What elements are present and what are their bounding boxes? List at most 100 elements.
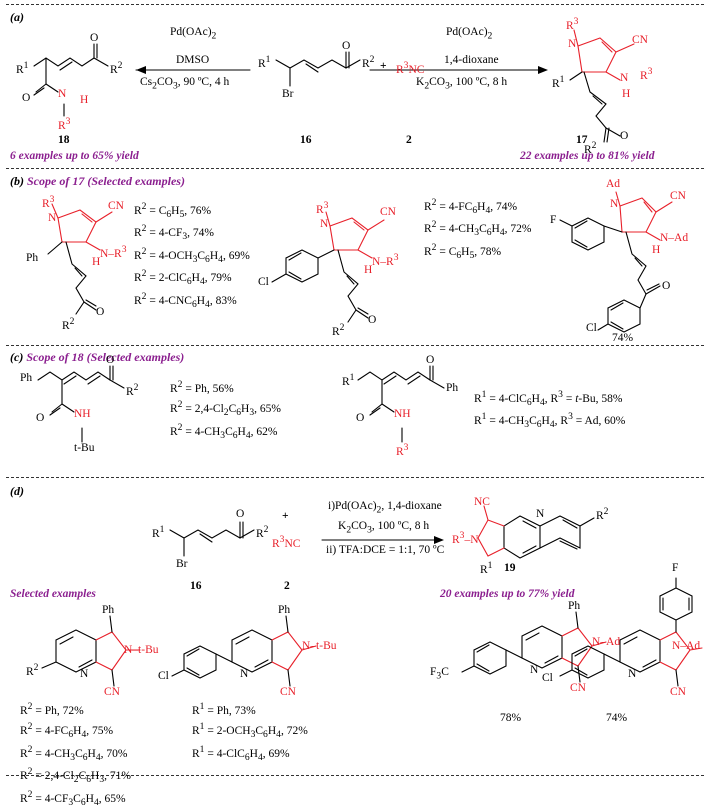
separator-bc — [6, 345, 704, 346]
b3-cn: CN — [670, 190, 686, 202]
d-list2-item: R1 = 2-OCH3C6H4, 72% — [192, 721, 308, 741]
c1-o2: O — [36, 412, 45, 424]
atom-r1-18: R1 — [16, 60, 29, 76]
c-list1-item: R2 = 4-CH3C6H4, 62% — [170, 421, 278, 441]
c2-o2: O — [356, 412, 365, 424]
d-reagent-3: ii) TFA:DCE = 1:1, 70 ºC — [326, 544, 445, 556]
d-sm-r2: R2 — [256, 524, 269, 540]
d2-cl: Cl — [158, 670, 169, 682]
d3-n: N–Ad — [592, 636, 621, 648]
b1-o: O — [96, 306, 105, 318]
c1-o: O — [106, 354, 115, 366]
d-list1-item: R2 = 4-CH3C6H4, 70% — [20, 743, 128, 763]
b1-r3: R3 — [42, 194, 55, 210]
b-list1-item: R2 = C6H5, 76% — [134, 201, 212, 221]
atom-r1-17: R1 — [552, 74, 565, 90]
d-sm-o: O — [236, 508, 245, 520]
b-list2-item: R2 = 4-CH3C6H4, 72% — [424, 219, 532, 239]
d-list1-item: R2 = 2,4-Cl2C6H3, 71% — [20, 766, 131, 786]
left-reagent-catalyst: Pd(OAc)2 — [170, 26, 217, 42]
d-list2-item: R1 = 4-ClC6H4, 69% — [192, 743, 290, 763]
b2-n: N — [320, 218, 329, 230]
atom-br-16: Br — [282, 88, 294, 100]
c-list1-item: R2 = 2,4-Cl2C6H3, 65% — [170, 399, 281, 419]
atom-nh-17: N — [620, 72, 629, 84]
isocyanide-a: R3NC — [396, 60, 425, 76]
d-list1-item: R2 = 4-FC6H4, 75% — [20, 721, 114, 741]
d-sm-br: Br — [176, 558, 188, 570]
d-prod-r3n: R3–N — [452, 530, 479, 546]
b3-cl: Cl — [586, 322, 597, 334]
d-selected-label: Selected examples — [10, 588, 96, 600]
c2-nh: NH — [394, 408, 411, 420]
c1-ph: Ph — [20, 372, 33, 384]
left-yield-a: 6 examples up to 65% yield — [10, 150, 139, 162]
c-list2: R1 = 4-ClC6H4, R3 = t-Bu, 58% R1 = 4-CH3… — [474, 388, 625, 433]
d-list2-item: R1 = Ph, 73% — [192, 701, 256, 717]
atom-r1-16: R1 — [258, 54, 271, 70]
d-list1-item: R2 = Ph, 72% — [20, 701, 84, 717]
atom-cn-17: CN — [632, 34, 648, 46]
atom-o-17: O — [620, 130, 629, 142]
d1-r2: R2 — [26, 662, 39, 678]
b1-n: N — [48, 212, 57, 224]
d3-yield: 78% — [500, 712, 522, 724]
c1-tbu: t-Bu — [74, 442, 95, 454]
atom-r2-17: R2 — [584, 140, 597, 156]
d-yield-label: 20 examples up to 77% yield — [440, 588, 575, 600]
b1-cn: CN — [108, 200, 124, 212]
d-compound-16-label: 16 — [190, 580, 202, 592]
b2-nh: N–R3 — [372, 252, 399, 268]
isocyanide-d: R3NC — [272, 534, 301, 550]
atom-o2-18: O — [22, 92, 31, 104]
atom-r2-16: R2 — [362, 54, 375, 70]
b2-h: H — [364, 264, 373, 276]
d-prod-r1: R1 — [480, 560, 493, 576]
d1-cn: CN — [104, 686, 120, 698]
b-list2-item: R2 = C6H5, 78% — [424, 241, 502, 262]
c2-r1: R1 — [342, 372, 355, 388]
left-reagent-conditions: Cs2CO3, 90 ºC, 4 h — [140, 76, 230, 92]
c-list2-item: R1 = 4-CH3C6H4, R3 = Ad, 60% — [474, 411, 626, 431]
c-list2-item: R1 = 4-ClC6H4, R3 = t-Bu, 58% — [474, 389, 623, 409]
b3-ad: Ad — [606, 178, 621, 190]
c2-o: O — [426, 354, 435, 366]
section-b-title: (b) Scope of 17 (Selected examples) — [10, 174, 185, 188]
right-reagent-catalyst: Pd(OAc)2 — [446, 26, 493, 42]
d4-yield: 74% — [606, 712, 628, 724]
section-c-title: (c) Scope of 18 (Selected examples) — [10, 350, 185, 364]
compound-16-label: 16 — [300, 134, 312, 146]
b-list2: R2 = 4-FC6H4, 74% R2 = 4-CH3C6H4, 72% R2… — [424, 196, 531, 263]
atom-h-18: H — [80, 94, 89, 106]
c-list1: R2 = Ph, 56% R2 = 2,4-Cl2C6H3, 65% R2 = … — [170, 378, 281, 443]
atom-r3b-17: R3 — [640, 66, 653, 82]
d-reagent-2: K2CO3, 100 ºC, 8 h — [338, 520, 430, 536]
b-list1-item: R2 = 4-CNC6H4, 83% — [134, 290, 237, 311]
atom-o-18: O — [90, 32, 99, 44]
b2-o: O — [368, 314, 377, 326]
b2-r2: R2 — [332, 322, 345, 338]
b-list1-item: R2 = 4-CF3, 74% — [134, 223, 214, 243]
d-list1-item: R2 = 4-CF3C6H4, 65% — [20, 788, 126, 808]
d-prod-nc: NC — [474, 496, 490, 508]
d4-f: F — [672, 562, 679, 574]
atom-nh-18: N — [58, 88, 67, 100]
d-prod-r2: R2 — [596, 506, 609, 522]
d4-n2: N — [628, 668, 637, 680]
atom-n-17: N — [568, 38, 577, 50]
d1-n2: N — [80, 668, 89, 680]
compound-17-label: 17 — [576, 134, 588, 146]
d3-n2: N — [530, 664, 539, 676]
d1-ph: Ph — [102, 604, 115, 616]
c-list1-item: R2 = Ph, 56% — [170, 379, 234, 395]
b-list1-item: R2 = 2-ClC6H4, 79% — [134, 268, 232, 288]
d3-ph: Ph — [568, 600, 581, 612]
b3-yield: 74% — [612, 332, 634, 344]
b1-ph: Ph — [26, 252, 39, 264]
b2-cl: Cl — [258, 276, 269, 288]
plus-sign-a: + — [380, 60, 387, 72]
b-list2-item: R2 = 4-FC6H4, 74% — [424, 197, 518, 217]
b-list1: R2 = C6H5, 76% R2 = 4-CF3, 74% R2 = 4-OC… — [134, 200, 250, 312]
b3-f: F — [550, 214, 557, 226]
d2-cn: CN — [280, 686, 296, 698]
